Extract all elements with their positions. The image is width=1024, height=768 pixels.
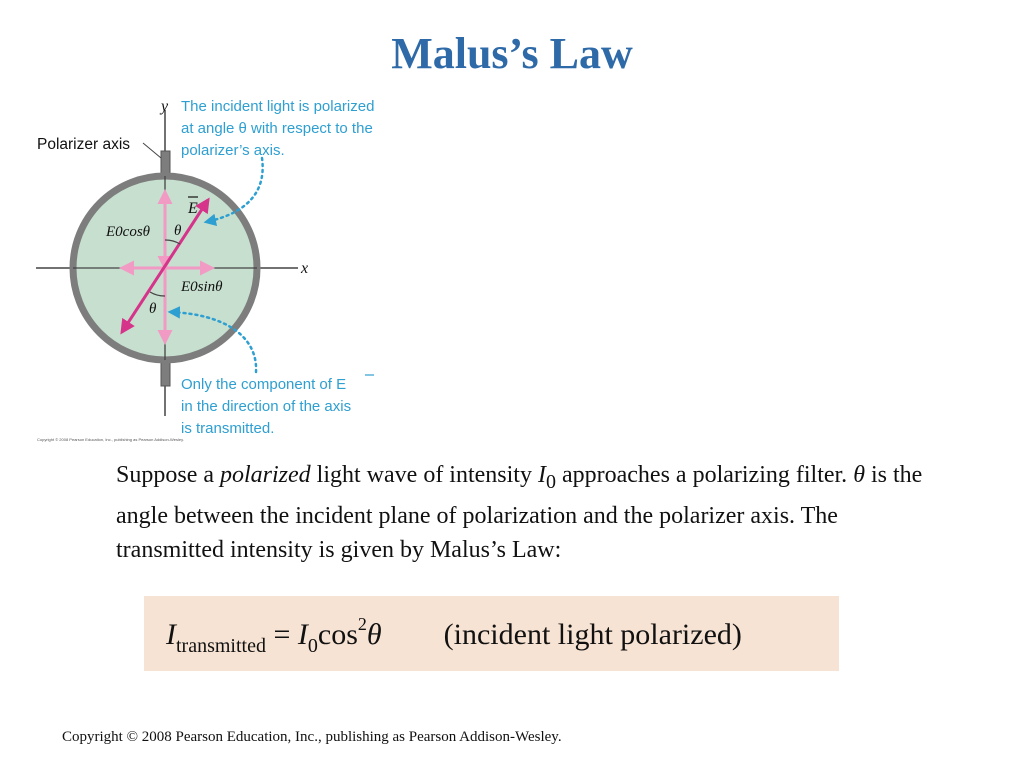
slide-copyright: Copyright © 2008 Pearson Education, Inc.… bbox=[62, 729, 562, 745]
formula-exponent: 2 bbox=[357, 614, 367, 634]
formula-lhs-var: I bbox=[166, 618, 176, 651]
formula-theta: θ bbox=[366, 618, 382, 651]
angle-arc-top bbox=[164, 239, 181, 245]
text-intensity-sub: 0 bbox=[545, 470, 556, 493]
formula-cos: cos bbox=[317, 618, 358, 651]
component-note-pointer bbox=[167, 306, 258, 374]
component-note-line-3: is transmitted. bbox=[181, 420, 274, 437]
polarizer-axis-leader bbox=[142, 142, 162, 159]
text-part-2: light wave of intensity bbox=[310, 462, 538, 488]
formula-equals: = bbox=[265, 618, 298, 651]
angle-label-bottom: θ bbox=[149, 301, 157, 317]
text-part-4: is the angle between the incident plane … bbox=[116, 462, 923, 563]
figure-copyright: Copyright © 2008 Pearson Education, Inc.… bbox=[37, 437, 184, 442]
vector-e-label: E bbox=[187, 200, 198, 217]
text-intensity-var: I bbox=[537, 462, 546, 488]
incident-note-line-2: at angle θ with respect to the bbox=[181, 120, 373, 137]
incident-note-pointer bbox=[203, 156, 264, 226]
polarizer-axis-label: Polarizer axis bbox=[37, 136, 130, 153]
formula-lhs-sub: transmitted bbox=[176, 635, 266, 657]
angle-arc-bottom bbox=[149, 291, 166, 297]
text-part-1: Suppose a bbox=[116, 462, 220, 488]
cos-component-label: E0cosθ bbox=[105, 224, 151, 240]
polarizer-diagram: y x Polarizer axis The incident light is… bbox=[30, 92, 430, 444]
incident-note-line-1: The incident light is polarized bbox=[181, 98, 374, 115]
formula-note: (incident light polarized) bbox=[443, 618, 742, 651]
formula-rhs-var: I bbox=[297, 618, 308, 651]
x-axis-label: x bbox=[300, 260, 308, 277]
y-axis-label: y bbox=[159, 98, 169, 115]
incident-note-line-3: polarizer’s axis. bbox=[181, 142, 285, 159]
angle-label-top: θ bbox=[174, 223, 182, 239]
field-vector-arrow bbox=[120, 197, 210, 335]
text-part-3: approaches a polarizing filter. bbox=[555, 462, 854, 488]
formula-rhs-sub: 0 bbox=[307, 635, 318, 657]
malus-law-formula: Itransmitted = I0cos2θ(incident light po… bbox=[166, 614, 742, 658]
sin-component-label: E0sinθ bbox=[180, 279, 223, 295]
text-polarized: polarized bbox=[220, 462, 311, 488]
polarizer-diagram-svg: y x Polarizer axis The incident light is… bbox=[36, 98, 374, 442]
slide-title: Malus’s Law bbox=[391, 29, 633, 78]
component-note-line-2: in the direction of the axis bbox=[181, 398, 351, 415]
formula-box: Itransmitted = I0cos2θ(incident light po… bbox=[144, 596, 839, 671]
description-paragraph: Suppose a polarized light wave of intens… bbox=[116, 458, 936, 567]
text-theta: θ bbox=[853, 462, 865, 488]
component-note-line-1: Only the component of E bbox=[181, 376, 346, 393]
